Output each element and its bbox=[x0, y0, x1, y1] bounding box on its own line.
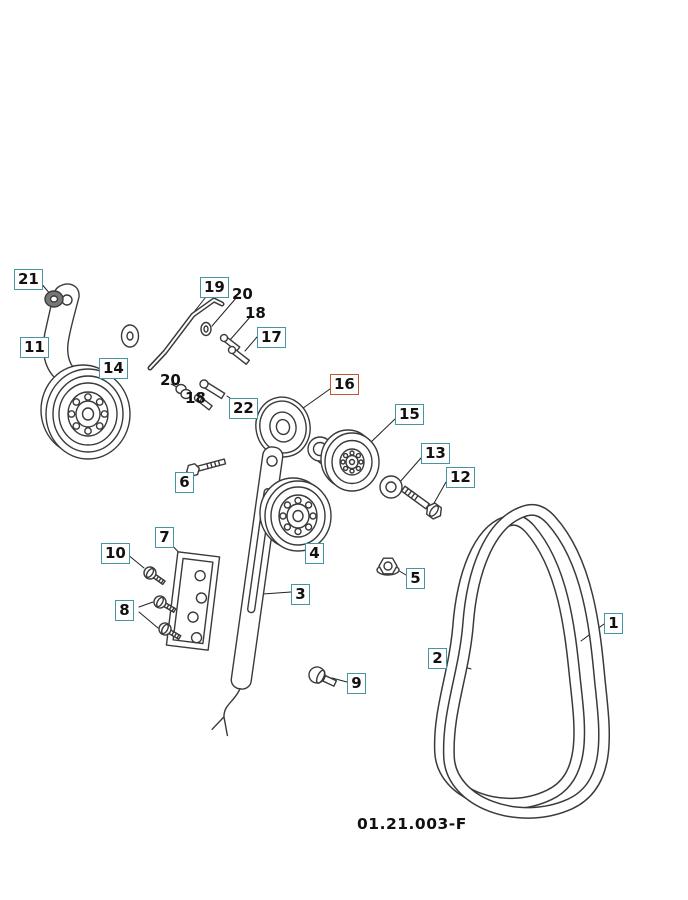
screw-10 bbox=[143, 566, 166, 586]
pin-17 bbox=[227, 345, 250, 365]
bolt-12 bbox=[400, 485, 442, 520]
part-callout-8[interactable]: 8 bbox=[115, 600, 134, 621]
washer-small bbox=[120, 324, 140, 348]
part-callout-20[interactable]: 20 bbox=[160, 371, 181, 389]
part-callout-21[interactable]: 21 bbox=[14, 269, 43, 290]
part-callout-9[interactable]: 9 bbox=[347, 673, 366, 694]
part-callout-10[interactable]: 10 bbox=[101, 543, 130, 564]
pulley-15 bbox=[320, 429, 380, 492]
part-callout-18[interactable]: 18 bbox=[185, 389, 206, 407]
pulley-14 bbox=[40, 364, 131, 460]
nut-5 bbox=[376, 557, 400, 576]
rod-19 bbox=[147, 297, 225, 371]
washer-13 bbox=[379, 475, 403, 499]
part-callout-3[interactable]: 3 bbox=[291, 584, 310, 605]
part-callout-20[interactable]: 20 bbox=[232, 285, 253, 303]
bolt-6 bbox=[186, 458, 227, 477]
figure-code: 01.21.003-F bbox=[357, 815, 467, 833]
pin-18-top bbox=[219, 333, 241, 352]
pin-22 bbox=[199, 379, 226, 400]
part-callout-6[interactable]: 6 bbox=[175, 472, 194, 493]
part-callout-18[interactable]: 18 bbox=[245, 304, 266, 322]
screws-8 bbox=[153, 595, 182, 640]
part-callout-4[interactable]: 4 bbox=[305, 543, 324, 564]
part-callout-14[interactable]: 14 bbox=[99, 358, 128, 379]
part-callout-19[interactable]: 19 bbox=[200, 277, 229, 298]
bolt-9 bbox=[308, 666, 338, 687]
washers-20-lower bbox=[175, 383, 192, 400]
plate-7 bbox=[165, 551, 221, 651]
pin-18-lower bbox=[193, 393, 213, 411]
part-callout-12[interactable]: 12 bbox=[446, 467, 475, 488]
bushing-20-top bbox=[200, 321, 212, 337]
part-callout-16-highlighted[interactable]: 16 bbox=[330, 374, 359, 395]
part-callout-7[interactable]: 7 bbox=[155, 527, 174, 548]
part-callout-11[interactable]: 11 bbox=[20, 337, 49, 358]
part-callout-2[interactable]: 2 bbox=[428, 648, 447, 669]
belt-2 bbox=[433, 513, 586, 810]
belt-1 bbox=[442, 503, 611, 819]
part-callout-5[interactable]: 5 bbox=[406, 568, 425, 589]
part-callout-13[interactable]: 13 bbox=[421, 443, 450, 464]
part-callout-15[interactable]: 15 bbox=[395, 404, 424, 425]
grommet-21 bbox=[44, 290, 64, 308]
part-callout-1[interactable]: 1 bbox=[604, 613, 623, 634]
part-callout-17[interactable]: 17 bbox=[257, 327, 286, 348]
pulley-4 bbox=[259, 477, 332, 552]
part-callout-22[interactable]: 22 bbox=[229, 398, 258, 419]
